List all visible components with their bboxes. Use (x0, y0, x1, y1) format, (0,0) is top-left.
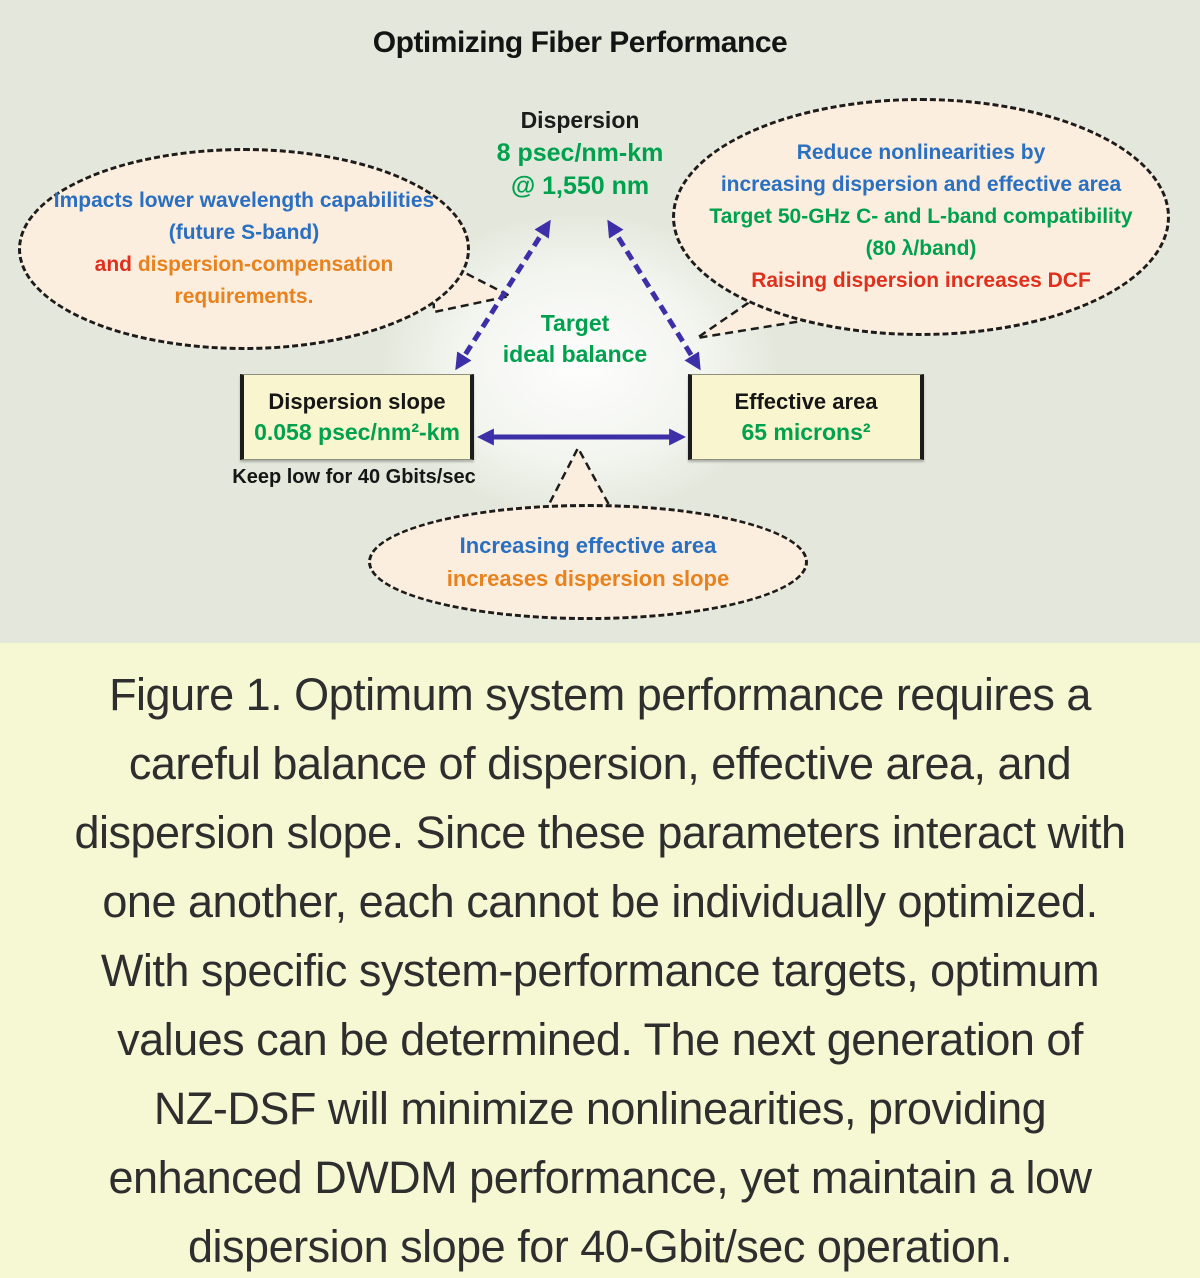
dispersion-label-group: Dispersion 8 psec/nm-km @ 1,550 nm (430, 104, 730, 203)
effective-area-slope-bubble: Increasing effective area increases disp… (368, 504, 808, 620)
bubble-line: Reduce nonlinearities by (796, 141, 1046, 164)
bubble-line: (future S-band) (168, 221, 320, 244)
dispersion-wavelength: @ 1,550 nm (510, 172, 650, 200)
target-balance-label: Target ideal balance (455, 308, 695, 370)
caption-section: Figure 1. Optimum system performance req… (0, 643, 1200, 1278)
dispersion-label: Dispersion (520, 107, 640, 133)
caption-line: With specific system-performance targets… (100, 945, 1100, 996)
box-title: Dispersion slope (268, 389, 446, 414)
box-title: Effective area (734, 389, 878, 414)
bubble-line: Raising dispersion increases DCF (751, 269, 1091, 292)
effective-area-box: Effective area 65 microns² (688, 374, 924, 460)
target-line: Target (540, 310, 610, 336)
diagram-section: Optimizing Fiber Performance Dispersion … (0, 0, 1200, 643)
diagram-title: Optimizing Fiber Performance (372, 26, 788, 59)
bubble-text-red: and (94, 253, 132, 276)
bubble-line: Increasing effective area (459, 533, 717, 558)
bubble-line: Target 50-GHz C- and L-band compatibilit… (709, 205, 1133, 228)
dispersion-value: 8 psec/nm-km (496, 139, 664, 167)
caption-line: careful balance of dispersion, effective… (128, 738, 1072, 789)
dispersion-area-arrow (607, 219, 701, 371)
caption-line: values can be determined. The next gener… (117, 1014, 1083, 1065)
caption-line: dispersion slope. Since these parameters… (74, 807, 1126, 858)
caption-line: dispersion slope for 40-Gbit/sec operati… (188, 1221, 1012, 1272)
box-value: 65 microns² (741, 419, 871, 445)
box-value: 0.058 psec/nm²-km (254, 419, 460, 445)
bubble-text-orange: dispersion-compensation (131, 253, 394, 276)
dispersion-slope-box: Dispersion slope 0.058 psec/nm²-km (240, 374, 474, 460)
bubble-line: requirements. (174, 285, 314, 308)
impacts-wavelength-bubble: Impacts lower wavelength capabilities (f… (18, 148, 470, 350)
keep-low-note: Keep low for 40 Gbits/sec (232, 466, 476, 488)
dispersion-slope-arrow (455, 219, 551, 371)
target-line: ideal balance (502, 341, 648, 367)
caption-line: one another, each cannot be individually… (102, 876, 1098, 927)
bubble-line: increasing dispersion and effective area (720, 173, 1122, 196)
caption-line: enhanced DWDM performance, yet maintain … (108, 1152, 1092, 1203)
caption-line: Figure 1. Optimum system performance req… (109, 669, 1091, 720)
caption-line: NZ-DSF will minimize nonlinearities, pro… (153, 1083, 1047, 1134)
bubble-line: Impacts lower wavelength capabilities (53, 189, 435, 212)
reduce-nonlinearities-bubble: Reduce nonlinearities by increasing disp… (672, 98, 1170, 336)
bubble-line: increases dispersion slope (446, 566, 730, 591)
bubble-line: (80 λ/band) (865, 237, 977, 260)
bubble-line: and dispersion-compensation (95, 249, 394, 281)
